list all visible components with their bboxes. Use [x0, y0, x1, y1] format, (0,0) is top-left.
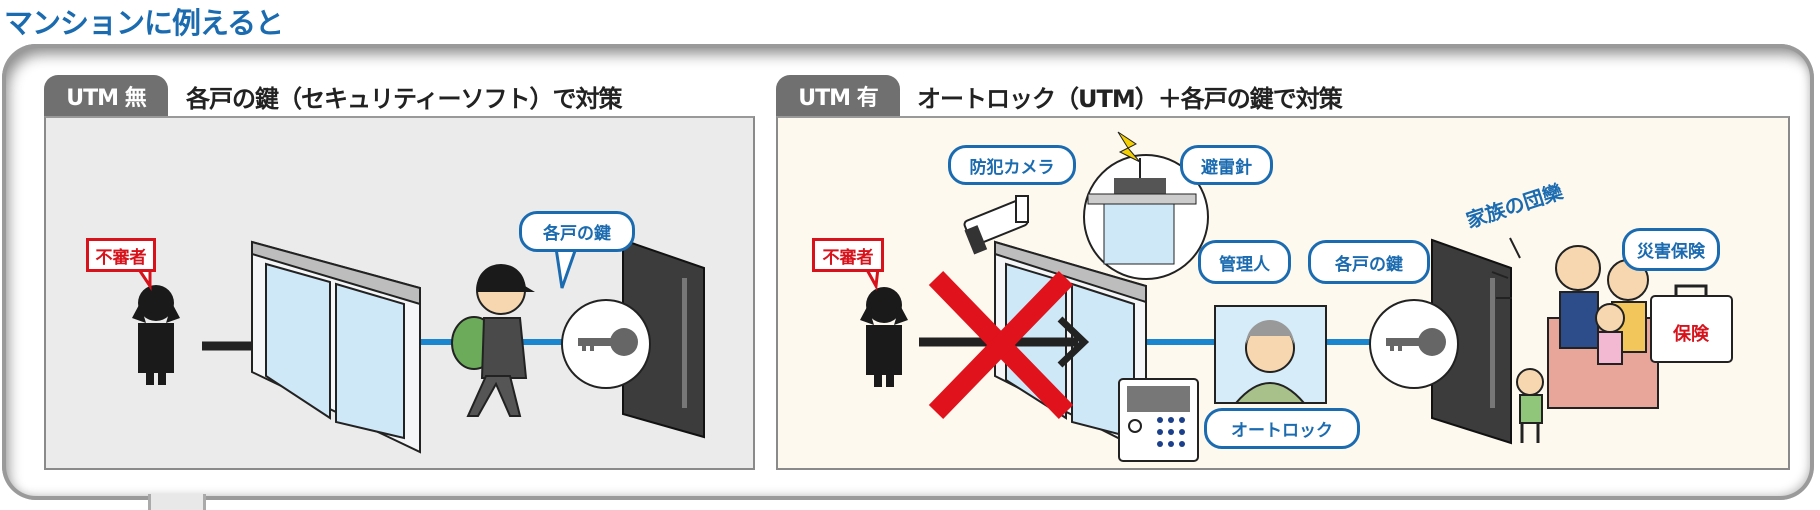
glass-door	[251, 240, 421, 454]
key-icon	[578, 328, 638, 356]
door-key-bubble: 各戸の鍵	[519, 211, 635, 252]
tab-utm-without: UTM 無	[44, 75, 168, 117]
bubble-tail	[554, 246, 579, 289]
intruder-silhouette	[860, 287, 908, 387]
insurance-case-label: 保険	[1672, 323, 1710, 345]
intruder-label: 不審者	[812, 238, 884, 272]
thief-figure	[451, 264, 535, 417]
right-illustration: 保険	[860, 131, 1733, 462]
tab-utm-with: UTM 有	[776, 75, 900, 117]
intercom-panel	[1118, 378, 1199, 462]
left-panel: 不審者 各戸の鍵	[44, 116, 755, 470]
security-camera-icon	[963, 195, 1029, 255]
key-circle	[561, 299, 651, 389]
blocked-x-icon	[928, 271, 1074, 419]
intruder-silhouette	[132, 285, 180, 385]
key-icon	[1386, 328, 1446, 356]
intruder-label: 不審者	[86, 238, 156, 272]
right-heading: オートロック（UTM）＋各戸の鍵で対策	[917, 85, 1343, 113]
autolock-bubble: オートロック	[1204, 408, 1360, 449]
key-circle	[1369, 299, 1459, 389]
lightning-rod-bubble: 避雷針	[1180, 145, 1273, 185]
lightning-rod-circle	[1083, 131, 1209, 280]
lightning-icon	[1117, 131, 1141, 163]
door-key-bubble: 各戸の鍵	[1308, 240, 1430, 284]
camera-bubble: 防犯カメラ	[948, 145, 1076, 185]
manager-photo	[1214, 305, 1327, 404]
left-heading: 各戸の鍵（セキュリティーソフト）で対策	[186, 85, 623, 113]
right-panel: 保険 不審者 防犯カメラ 避雷針 管理人 各戸の鍵 オートロック 家族の団欒 災…	[776, 116, 1790, 470]
left-illustration	[132, 238, 705, 454]
manager-bubble: 管理人	[1198, 240, 1291, 284]
page-title: マンションに例えると	[4, 6, 284, 40]
insurance-suitcase: 保険	[1650, 284, 1733, 363]
frame-pointer	[148, 494, 206, 510]
insurance-bubble: 災害保険	[1622, 228, 1720, 271]
